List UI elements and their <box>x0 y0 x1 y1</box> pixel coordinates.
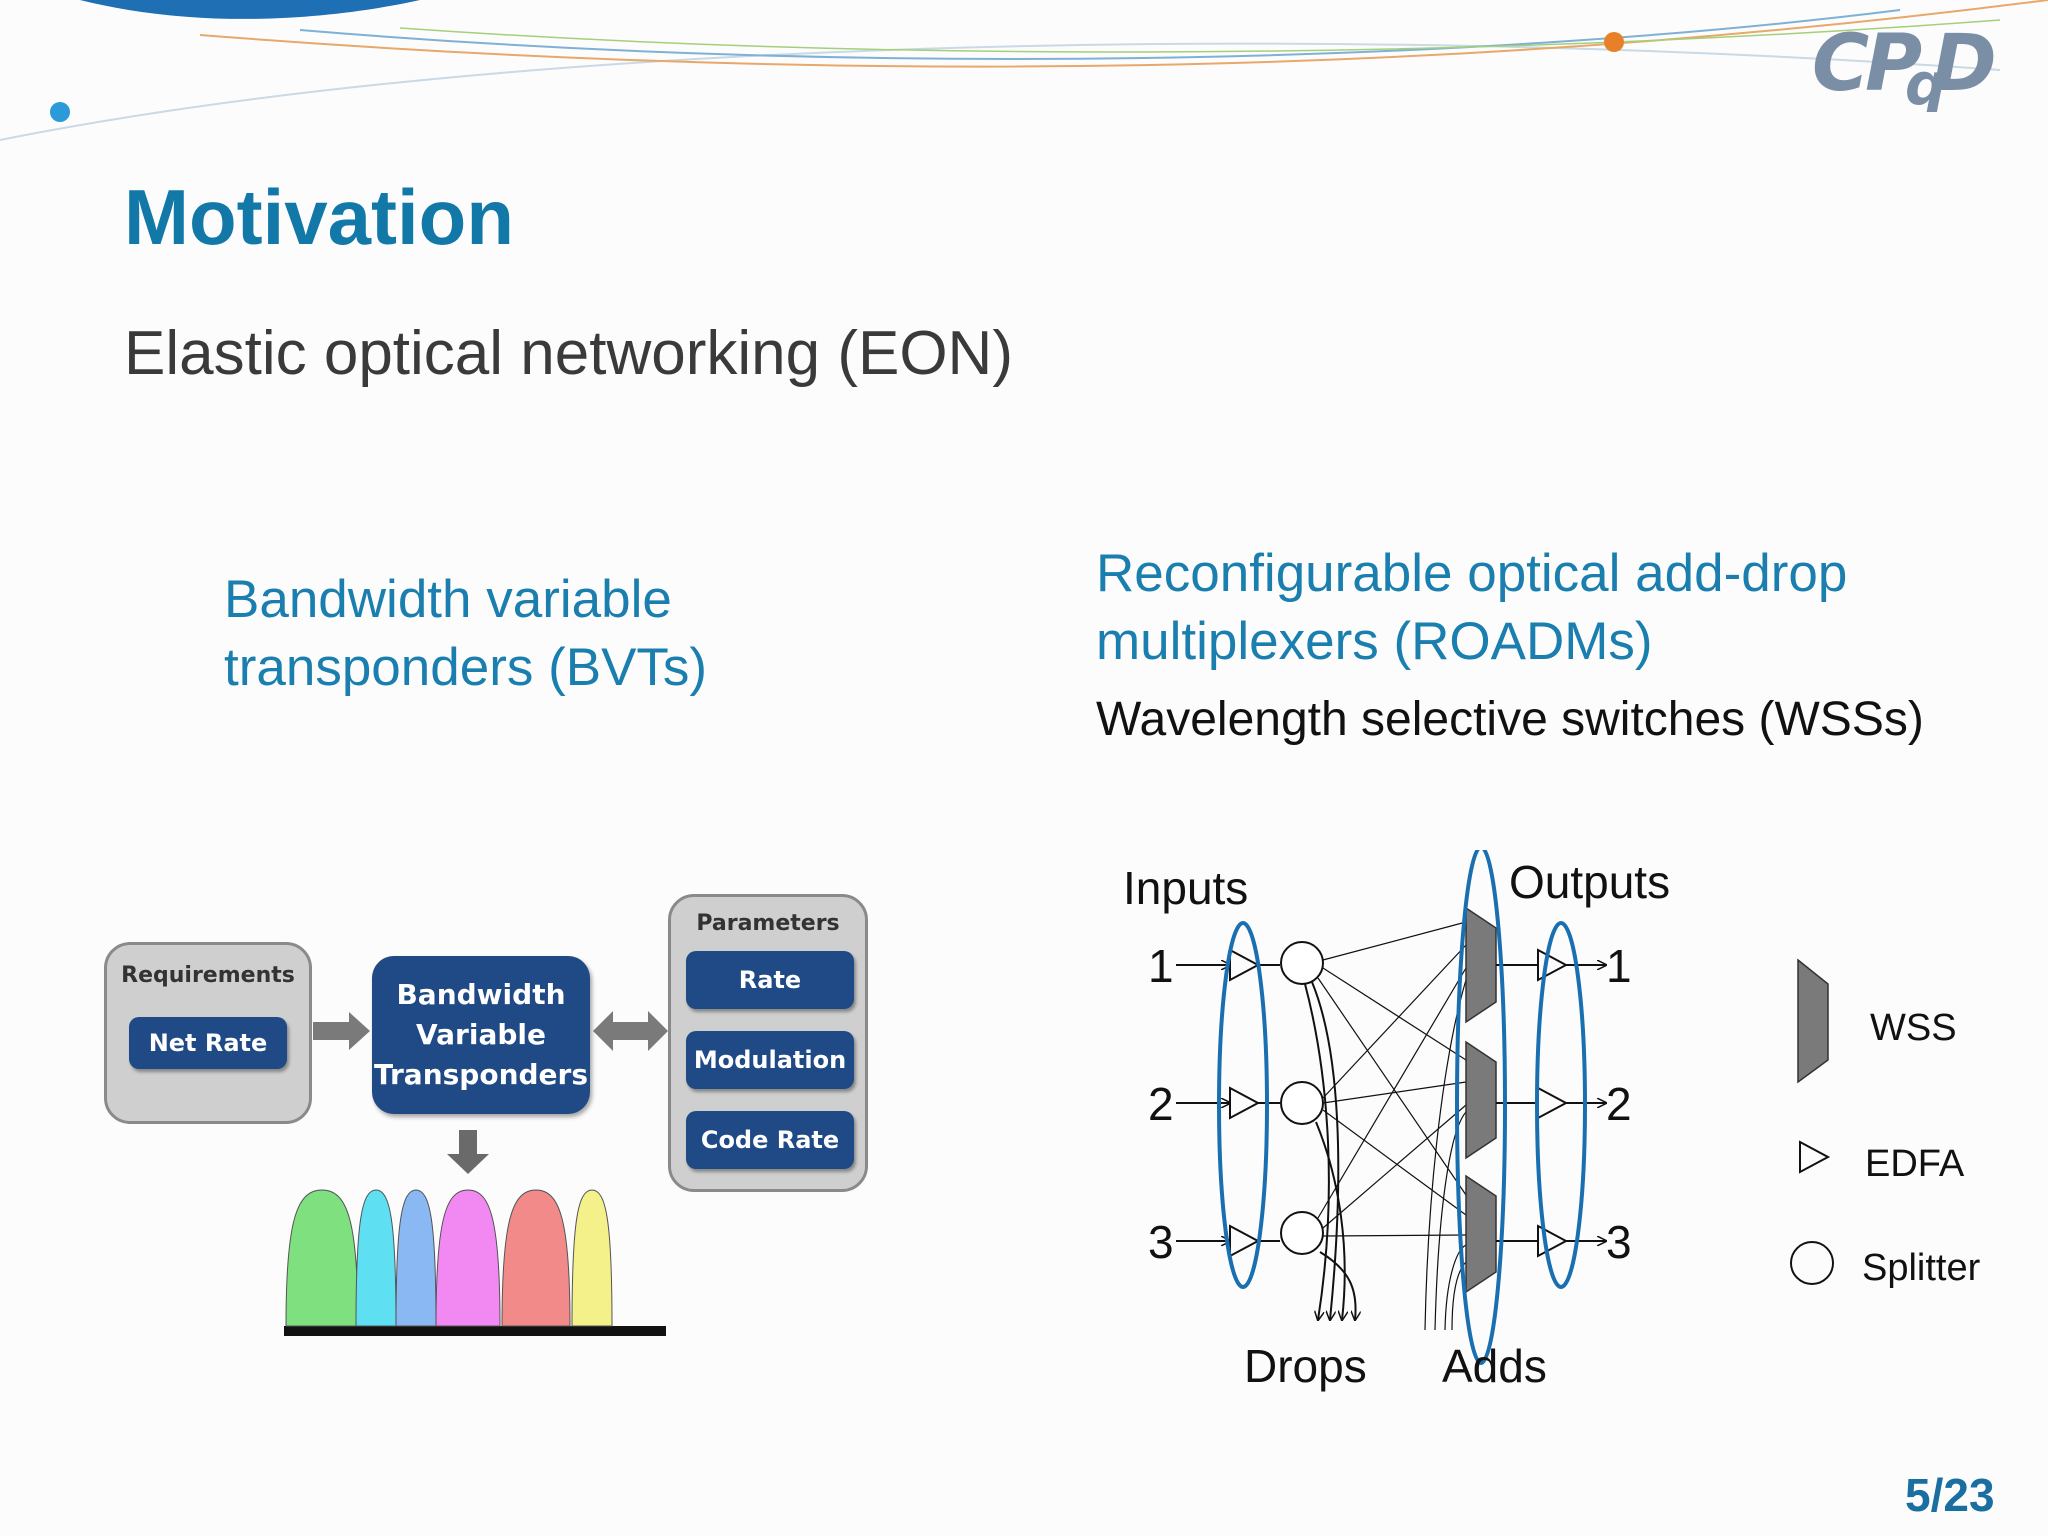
svg-text:q: q <box>1905 50 1947 112</box>
code-rate-block: Code Rate <box>686 1111 854 1169</box>
requirements-box: Requirements Net Rate <box>104 942 312 1124</box>
edfa-input-2-icon <box>1229 1086 1261 1120</box>
legend-edfa-icon <box>1799 1140 1831 1174</box>
edfa-input-3-icon <box>1229 1224 1261 1258</box>
wss-1-icon <box>1465 906 1497 1024</box>
output-number-2: 2 <box>1606 1078 1632 1130</box>
highlight-wss-column <box>1455 850 1507 1365</box>
input-number-3: 3 <box>1148 1216 1174 1268</box>
roadm-diagram: Inputs Outputs 1 2 3 1 2 3 <box>1123 850 1981 1392</box>
svg-text:D: D <box>1932 22 1997 109</box>
edfa-output-1-icon <box>1537 948 1569 982</box>
bvt-heading: Bandwidth variable transponders (BVTs) <box>224 566 707 702</box>
spectrum-channel-3 <box>395 1189 437 1327</box>
spectrum-channel-1 <box>285 1189 359 1327</box>
roadm-heading: Reconfigurable optical add-drop multiple… <box>1096 540 1847 676</box>
parameters-box: Parameters Rate Modulation Code Rate <box>668 894 868 1192</box>
interconnect-lines <box>1317 921 1467 1237</box>
outputs-label: Outputs <box>1509 856 1670 908</box>
spectrum-baseline <box>284 1326 666 1336</box>
spectrum-channel-6 <box>571 1189 613 1327</box>
drops-label: Drops <box>1244 1340 1367 1392</box>
highlight-input-edfas <box>1217 921 1269 1289</box>
splitter-3-icon <box>1280 1211 1324 1255</box>
output-number-1: 1 <box>1606 940 1632 992</box>
roadm-heading-line1: Reconfigurable optical add-drop <box>1096 544 1848 603</box>
bvt-center-line1: Bandwidth <box>396 978 566 1011</box>
slide-subtitle: Elastic optical networking (EON) <box>124 319 1013 388</box>
bvt-center-block: Bandwidth Variable Transponders <box>372 956 590 1114</box>
legend-wss-icon <box>1797 958 1829 1084</box>
double-arrow-icon <box>593 1011 668 1051</box>
adds-label: Adds <box>1442 1340 1547 1392</box>
drop-lines <box>1304 981 1356 1320</box>
edfa-input-1-icon <box>1229 948 1261 982</box>
net-rate-block: Net Rate <box>129 1017 287 1069</box>
legend-splitter-label: Splitter <box>1862 1247 1981 1289</box>
input-numbers: 1 2 3 <box>1148 940 1174 1268</box>
bvt-diagram-graphics <box>284 1011 668 1336</box>
bvt-center-line2: Variable <box>416 1018 546 1051</box>
legend-wss-label: WSS <box>1870 1007 1957 1049</box>
bvt-heading-line1: Bandwidth variable <box>224 570 672 629</box>
wss-2-icon <box>1465 1040 1497 1160</box>
splitter-2-icon <box>1280 1081 1324 1125</box>
spectrum-channel-2 <box>355 1189 397 1327</box>
edfa-output-3-icon <box>1537 1224 1569 1258</box>
bvt-center-line3: Transponders <box>373 1058 589 1091</box>
inputs-label: Inputs <box>1123 862 1248 914</box>
parameters-label: Parameters <box>696 911 840 936</box>
arrow-right-icon <box>313 1012 370 1050</box>
splitter-1-icon <box>1280 941 1324 985</box>
svg-text:P: P <box>1865 22 1922 109</box>
header-decoration <box>0 0 2048 141</box>
legend: WSS EDFA Splitter <box>1790 958 1981 1289</box>
modulation-block: Modulation <box>686 1031 854 1089</box>
output-numbers: 1 2 3 <box>1606 940 1632 1268</box>
spectrum-channel-5 <box>501 1189 571 1327</box>
highlight-output-edfas <box>1535 921 1587 1289</box>
arrow-down-icon <box>447 1130 489 1174</box>
spectrum-graphic <box>285 1189 613 1327</box>
output-number-3: 3 <box>1606 1216 1632 1268</box>
wss-subheading: Wavelength selective switches (WSSs) <box>1096 693 1924 746</box>
spectrum-channel-4 <box>435 1189 501 1327</box>
slide-title: Motivation <box>124 173 514 261</box>
wss-3-icon <box>1465 1174 1497 1294</box>
input-number-1: 1 <box>1148 940 1174 992</box>
page-number: 5/23 <box>1905 1469 1995 1521</box>
header-blue-dot <box>50 102 70 122</box>
legend-edfa-label: EDFA <box>1865 1143 1965 1185</box>
rate-block: Rate <box>686 951 854 1009</box>
legend-splitter-icon <box>1790 1241 1834 1285</box>
cpqd-logo: C P q D <box>1812 22 1997 112</box>
input-number-2: 2 <box>1148 1078 1174 1130</box>
svg-text:C: C <box>1812 22 1869 109</box>
roadm-heading-line2: multiplexers (ROADMs) <box>1096 612 1653 671</box>
header-orange-dot <box>1604 32 1624 52</box>
requirements-label: Requirements <box>121 963 295 988</box>
edfa-output-2-icon <box>1537 1086 1569 1120</box>
bvt-heading-line2: transponders (BVTs) <box>224 638 708 697</box>
